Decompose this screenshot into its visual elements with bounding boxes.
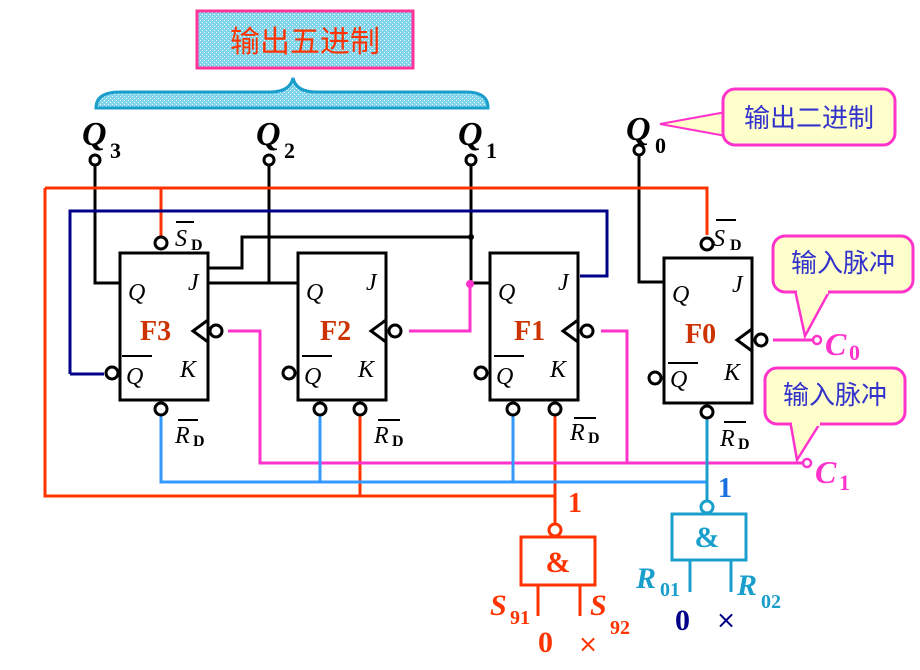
svg-text:91: 91 — [510, 607, 530, 629]
svg-text:Q: Q — [498, 280, 515, 306]
svg-text:J: J — [558, 270, 570, 296]
flipflop-f0: Q J F0 Q K S D R D — [647, 219, 769, 453]
s91-value: 0 — [538, 626, 553, 659]
input-c0-label: C 0 — [825, 326, 860, 365]
output-terminals — [88, 143, 646, 167]
pink-wires — [228, 284, 815, 465]
junction-dot — [468, 234, 474, 240]
svg-text:Q: Q — [670, 367, 687, 393]
set-gate-output-value: 1 — [568, 488, 582, 519]
ff-label: F2 — [320, 316, 351, 347]
svg-text:0: 0 — [849, 340, 860, 365]
output-q2: Q 2 — [256, 116, 295, 163]
ff-label: F0 — [685, 319, 716, 350]
svg-text:D: D — [191, 237, 203, 254]
set-and-gate: 1 & S 91 S 92 0 × — [490, 488, 630, 659]
svg-text:Q: Q — [306, 280, 323, 306]
svg-text:2: 2 — [284, 138, 295, 163]
title-label: 输出五进制 — [230, 25, 380, 60]
svg-text:输入脉冲: 输入脉冲 — [783, 381, 887, 411]
svg-text:S: S — [490, 589, 507, 622]
svg-text:&: & — [695, 521, 720, 554]
svg-text:Q: Q — [496, 364, 513, 390]
svg-text:Q: Q — [458, 116, 483, 153]
svg-text:S: S — [175, 226, 187, 252]
svg-text:C: C — [825, 326, 847, 362]
r02-label: R 02 — [736, 569, 781, 613]
output-q1: Q 1 — [458, 116, 497, 163]
svg-text:J: J — [732, 272, 744, 298]
navy-wires — [68, 209, 609, 376]
junction-dot-pink — [466, 280, 474, 288]
svg-text:Q: Q — [126, 364, 143, 390]
svg-text:Q: Q — [304, 364, 321, 390]
r02-value: × — [716, 606, 736, 634]
svg-text:Q: Q — [626, 111, 651, 148]
svg-text:R: R — [373, 423, 389, 449]
output-q0: Q 0 — [626, 111, 666, 158]
svg-text:01: 01 — [660, 579, 680, 601]
svg-text:R: R — [736, 569, 757, 602]
output-q3: Q 3 — [82, 116, 121, 163]
svg-text:D: D — [730, 237, 742, 254]
title-box: 输出五进制 — [195, 9, 415, 70]
reset-and-gate: 1 & R 01 R 02 0 × — [635, 473, 781, 637]
callout-binary-output: 输出二进制 — [659, 87, 897, 147]
callout-input-pulse-c0: 输入脉冲 — [771, 234, 915, 340]
svg-text:02: 02 — [761, 591, 781, 613]
input-c1-label: C 1 — [815, 454, 850, 495]
svg-text:K: K — [549, 357, 568, 383]
s91-label: S 91 — [490, 589, 530, 629]
svg-text:Q: Q — [82, 116, 107, 153]
svg-text:D: D — [738, 436, 750, 453]
flipflop-f2: Q J F2 Q K R D — [281, 251, 404, 450]
svg-text:输入脉冲: 输入脉冲 — [791, 249, 895, 279]
svg-text:K: K — [357, 357, 376, 383]
svg-text:K: K — [179, 357, 198, 383]
s92-label: S 92 — [590, 589, 630, 639]
black-wires — [93, 148, 664, 285]
blue-wires — [159, 416, 707, 484]
svg-text:J: J — [366, 270, 378, 296]
svg-text:D: D — [588, 430, 600, 447]
svg-text:R: R — [635, 562, 656, 595]
svg-text:&: & — [546, 546, 571, 579]
svg-text:D: D — [392, 433, 404, 450]
svg-text:Q: Q — [256, 116, 281, 153]
flipflop-f1: Q J F1 Q K R D — [473, 251, 600, 447]
svg-text:S: S — [713, 226, 725, 252]
svg-text:1: 1 — [839, 470, 850, 495]
svg-text:C: C — [815, 454, 837, 490]
flipflop-f3: Q J F3 Q K S D R D — [104, 221, 224, 450]
c1-terminal — [801, 457, 813, 469]
svg-text:Q: Q — [672, 282, 689, 308]
brace — [94, 77, 490, 110]
svg-text:J: J — [188, 270, 200, 296]
s92-value: × — [578, 630, 598, 658]
c0-terminal — [811, 334, 823, 346]
svg-text:R: R — [569, 420, 585, 446]
svg-text:K: K — [723, 360, 742, 386]
svg-text:1: 1 — [486, 138, 497, 163]
svg-text:R: R — [719, 426, 735, 452]
r01-label: R 01 — [635, 562, 680, 601]
svg-text:D: D — [193, 433, 205, 450]
svg-text:R: R — [174, 423, 190, 449]
ff-label: F3 — [140, 316, 171, 347]
svg-text:Q: Q — [128, 280, 145, 306]
reset-gate-output-value: 1 — [718, 473, 732, 504]
red-wires — [43, 186, 709, 523]
r01-value: 0 — [675, 604, 690, 637]
svg-text:S: S — [590, 589, 607, 622]
svg-text:3: 3 — [110, 138, 121, 163]
svg-text:0: 0 — [655, 133, 666, 158]
svg-text:输出二进制: 输出二进制 — [744, 104, 874, 134]
ff-label: F1 — [514, 316, 545, 347]
callout-input-pulse-c1: 输入脉冲 — [763, 366, 907, 464]
svg-text:92: 92 — [610, 617, 630, 639]
